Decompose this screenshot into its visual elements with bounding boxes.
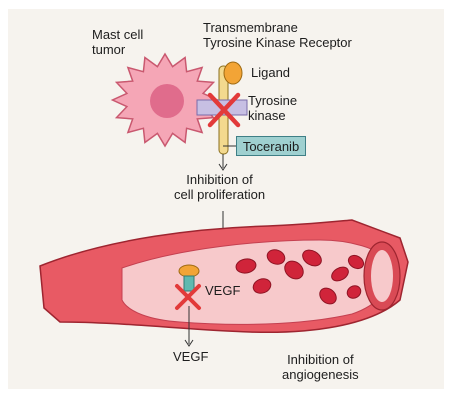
drug-label: Toceranib (242, 138, 300, 154)
ligand-label: Ligand (251, 65, 291, 80)
receptor-label: Transmembrane Tyrosine Kinase Receptor (203, 20, 352, 50)
mast-cell (110, 52, 220, 148)
drug-box: Toceranib (236, 136, 306, 156)
red-blood-cells (235, 249, 365, 305)
blood-vessel (39, 219, 409, 334)
vegf-arrow-head (184, 339, 194, 347)
inhibit-x-icon (207, 92, 241, 128)
tumor-label: Mast cell tumor (92, 27, 144, 57)
vegf-receptor (183, 275, 195, 292)
kinase-label: Tyrosine kinase (248, 93, 298, 123)
vegf-outer-label: VEGF (173, 349, 209, 364)
inhibition-proliferation-label: Inhibition of cell proliferation (174, 172, 266, 202)
vegf-ligand-shape (178, 264, 200, 278)
inhibition-angiogenesis-label: Inhibition of angiogenesis (282, 352, 359, 382)
ligand-shape (223, 61, 243, 85)
arrow-head-1 (218, 163, 228, 171)
cell-nucleus (150, 84, 184, 118)
vegf-inhibit-x-icon (175, 284, 201, 310)
vegf-inner-label: VEGF (205, 283, 241, 298)
